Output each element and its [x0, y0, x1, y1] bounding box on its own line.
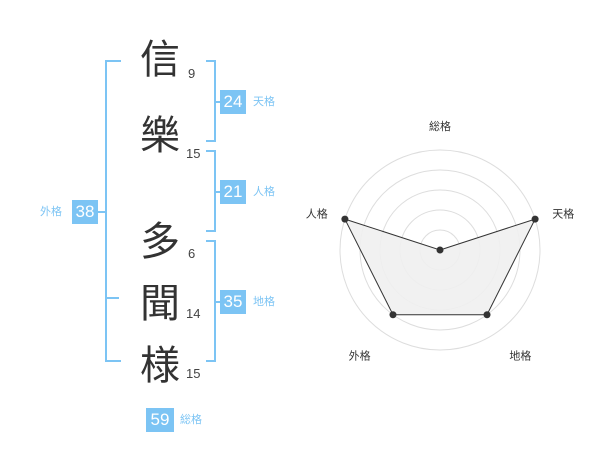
chikaku-label: 地格 [253, 295, 275, 308]
radar-axis-label-4: 外格 [349, 348, 371, 362]
name-char-3: 多 [140, 219, 180, 265]
chikaku-score: 35 [220, 290, 246, 314]
stroke-count-3: 6 [188, 246, 196, 261]
stroke-count-2: 15 [186, 146, 201, 161]
radar-point-5 [341, 215, 349, 223]
radar-point-3 [483, 311, 491, 319]
chikaku-bracket-connector [214, 301, 220, 303]
soukaku-label: 総格 [180, 413, 202, 426]
jinkaku-score: 21 [220, 180, 246, 204]
radar-axis-label-1: 総格 [429, 119, 451, 133]
name-char-1: 信 [140, 37, 180, 83]
jinkaku-bracket-connector [214, 191, 220, 193]
radar-axis-label-5: 人格 [306, 207, 328, 221]
radar-point-1 [436, 246, 444, 254]
tenkaku-score: 24 [220, 90, 246, 114]
tenkaku-bracket-connector [214, 101, 220, 103]
jinkaku-label: 人格 [253, 185, 275, 198]
tenkaku-label: 天格 [253, 95, 275, 108]
name-char-4: 聞 [140, 281, 180, 327]
name-char-5: 様 [140, 343, 180, 389]
radar-grid-ring [339, 149, 541, 351]
radar-axis-label-2: 天格 [552, 207, 574, 221]
radar-data-area [343, 218, 537, 316]
gaikaku-bracket-connector [98, 211, 106, 213]
stroke-count-1: 9 [188, 66, 196, 81]
soukaku-score: 59 [146, 408, 174, 432]
gaikaku-score: 38 [72, 200, 98, 224]
stroke-count-5: 15 [186, 366, 201, 381]
radar-point-4 [389, 311, 397, 319]
radar-point-2 [531, 215, 539, 223]
name-char-2: 樂 [140, 113, 180, 159]
gaikaku-bracket [105, 60, 121, 362]
gaikaku-bracket-mid-tick [105, 297, 119, 299]
radar-axis-label-3: 地格 [509, 348, 531, 362]
stroke-count-4: 14 [186, 306, 201, 321]
gaikaku-label: 外格 [40, 205, 62, 218]
